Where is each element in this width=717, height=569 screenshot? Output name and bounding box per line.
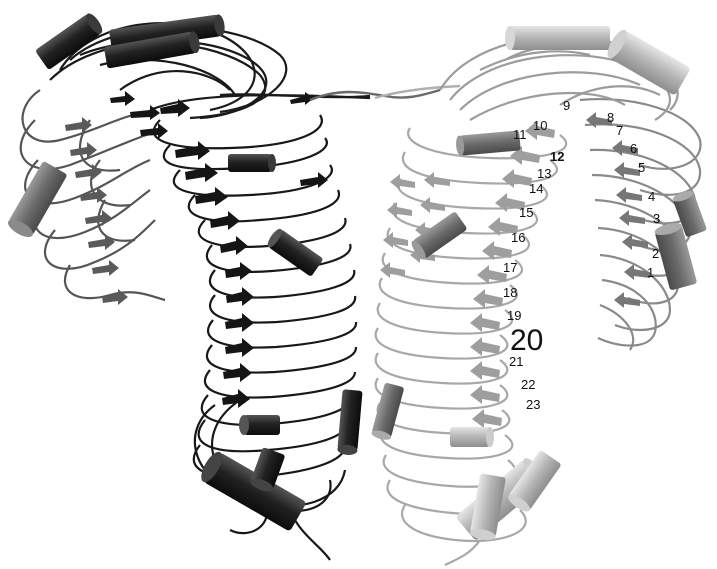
repeat-label-7: 7	[616, 123, 623, 138]
repeat-label-2: 2	[652, 246, 659, 261]
helix-right-bottom-3	[469, 473, 506, 542]
repeat-label-16: 16	[511, 230, 525, 245]
repeat-label-19: 19	[507, 308, 521, 323]
helix-right-bottom-1	[450, 427, 494, 447]
repeat-label-10: 10	[533, 118, 547, 133]
helix-right-mid-2	[409, 211, 467, 261]
repeat-label-13: 13	[537, 166, 551, 181]
repeat-label-3: 3	[653, 211, 660, 226]
repeat-label-21: 21	[509, 354, 523, 369]
repeat-label-6: 6	[630, 141, 637, 156]
repeat-label-8: 8	[607, 110, 614, 125]
left-helices	[5, 11, 362, 532]
helix-right-mid-1	[455, 130, 520, 156]
repeat-label-12: 12	[550, 149, 564, 164]
repeat-label-1: 1	[647, 265, 654, 280]
repeat-label-11: 11	[513, 127, 527, 142]
repeat-label-9: 9	[563, 98, 570, 113]
right-protein-chain	[371, 26, 708, 565]
repeat-label-4: 4	[648, 189, 655, 204]
helix-left-outer	[5, 161, 67, 241]
repeat-label-23: 23	[526, 397, 540, 412]
repeat-label-22: 22	[521, 377, 535, 392]
repeat-label-14: 14	[529, 181, 543, 196]
repeat-label-18: 18	[503, 285, 517, 300]
helix-left-top-1	[35, 11, 105, 70]
right-helices	[371, 26, 708, 542]
repeat-label-15: 15	[519, 205, 533, 220]
helix-right-lower	[371, 382, 405, 441]
helix-right-top-1	[505, 26, 610, 50]
left-protein-chain	[5, 11, 370, 560]
helix-left-bottom-1	[197, 449, 307, 532]
repeat-label-5: 5	[638, 160, 645, 175]
helix-left-lower	[337, 389, 363, 455]
repeat-label-20: 20	[510, 324, 543, 357]
repeat-number-labels: 1 2 3 4 5 6 7 8 9 10 11 12 13 14 15 16 1…	[503, 98, 660, 412]
helix-left-bottom-3	[239, 415, 280, 435]
repeat-label-17: 17	[503, 260, 517, 275]
helix-left-mid-1	[228, 154, 276, 172]
